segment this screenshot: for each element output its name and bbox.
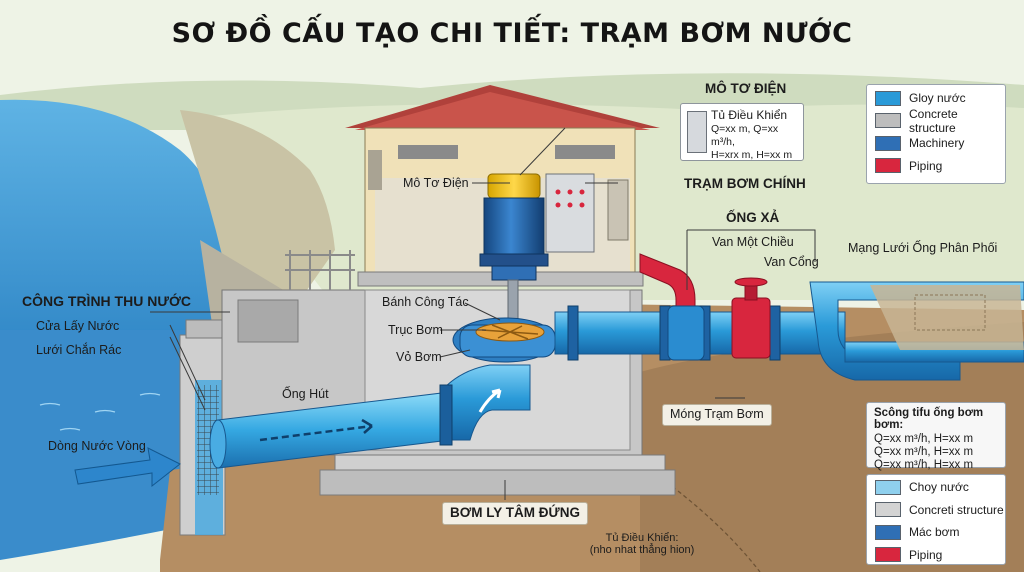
label-main-station: TRẠM BƠM CHÍNH [684,176,806,191]
side-window [368,150,382,190]
legend-bottom-label: Choy nước [909,480,969,495]
label-check-valve: Van Một Chiều [712,235,794,249]
label-suction-pipe: Ống Hút [282,387,329,401]
label-trash-rack: Lưới Chắn Rác [36,343,122,357]
label-foundation: Móng Trạm Bơm [662,404,772,426]
legend-bottom-swatch [875,479,901,495]
vents [398,145,615,159]
river-depth [0,330,215,560]
foundation-trace [649,469,761,572]
label-pump-type: BƠM LY TÂM ĐỨNG [442,502,588,525]
legend-top-item: Machinery [867,132,1005,155]
motor-fan-cap [487,173,541,199]
legend-top-item: Piping [867,155,1005,178]
legend-top-swatch [875,113,901,129]
label-impeller: Bánh Công Tác [382,295,469,309]
specs-line-2: Q=xx m³/h, H=xx m [874,446,974,458]
control-cabinet [545,173,595,253]
legend-top-swatch [875,158,901,174]
legend-bottom-swatch [875,524,901,540]
legend-bottom-item: Mác bơm [867,521,1005,544]
cabinet-lights [555,189,585,208]
legend-bottom-swatch [875,547,901,563]
railing [285,250,355,290]
suction-flange [439,384,453,446]
riverbank [180,110,335,300]
trash-rack-grate [197,385,219,495]
control-panel-title: Tủ Điều Khiển [711,108,788,122]
motor-flange [479,253,549,267]
suction-flow-line [259,424,373,442]
elbow-flow-head [491,388,502,399]
river-water [0,99,260,361]
water-ripples [39,392,161,431]
roof-face [355,92,650,130]
label-inflow: Dòng Nước Vòng [48,439,146,453]
diagram-title: SƠ ĐỒ CẤU TẠO CHI TIẾT: TRẠM BƠM NƯỚC [171,18,853,49]
label-shaft: Trục Bơm [388,323,443,337]
legend-top-label: Machinery [909,136,965,151]
control-panel-line-2: H=xrx m, H=xx m [711,149,793,162]
legend-top-label: Piping [909,158,943,173]
legend-bottom-label: Piping [909,547,943,562]
control-panel-icon [687,111,707,153]
panel-note-line-1: Tủ Điều Khiển: [605,532,679,544]
control-panel-callout: Tủ Điều Khiển Q=xx m, Q=xx m³/h, H=xrx m… [680,103,804,161]
gate-valve-body [731,297,771,359]
label-network: Mạng Lưới Ống Phân Phối [848,241,998,255]
legend-top-swatch [875,90,901,106]
label-gate-valve: Van Cổng [764,255,819,269]
pit-chamber [237,299,299,343]
legend-bottom-label: Mác bơm [909,525,960,540]
impeller-blades [481,324,539,340]
legend-top-item: Gloy nước [867,87,1005,110]
window-right [607,179,629,241]
control-panel-line-1: Q=xx m, Q=xx m³/h, [711,123,779,149]
legend-bottom-item: Choy nước [867,476,1005,499]
legend-top-label: Concrete structure [909,106,958,135]
specs-title: Scông tifu ống bơm bơm: [874,407,984,431]
label-casing: Vỏ Bơm [396,350,442,364]
motor-coupling [491,265,537,281]
legend-top-swatch [875,135,901,151]
specs-line-3: Q=xx m³/h, H=xx m [874,459,974,471]
specs-line-1: Q=xx m³/h, H=xx m [874,433,974,445]
intake-top [185,319,225,339]
motor-body [483,197,545,257]
panel-note-line-2: (nho nhat thẳng hion) [589,544,695,557]
pump-shaft [507,279,519,321]
legend-bottom-item: Piping [867,544,1005,567]
label-discharge-heading: ỐNG XẢ [726,210,780,225]
inflow-arrow [74,447,181,488]
label-panel-note: Tủ Điều Khiển: (nho nhat thẳng hion) [572,532,712,556]
legend-top-label: Gloy nước [909,91,966,106]
suction-inlet [209,419,227,469]
field-plot [914,294,986,331]
label-intake-gate: Cửa Lấy Nước [36,319,120,333]
label-motor-heading: MÔ TƠ ĐIỆN [705,81,787,96]
leader-lines [150,127,816,500]
legend-bottom-item: Concreti structure [867,499,1005,522]
legend-bottom-label: Concreti structure [909,502,1004,517]
legend-bottom-swatch [875,502,901,518]
check-valve [667,305,705,361]
foundation-footing [319,469,676,496]
suction-flow-head [361,418,373,434]
label-intake-heading: CÔNG TRÌNH THU NƯỚC [22,293,191,309]
specs-box: Scông tifu ống bơm bơm: Q=xx m³/h, H=xx … [866,402,1006,471]
gate-valve-handwheel [734,277,768,287]
legend-top-item: Concrete structure [867,106,1005,135]
label-motor: Mô Tơ Điện [403,176,469,190]
